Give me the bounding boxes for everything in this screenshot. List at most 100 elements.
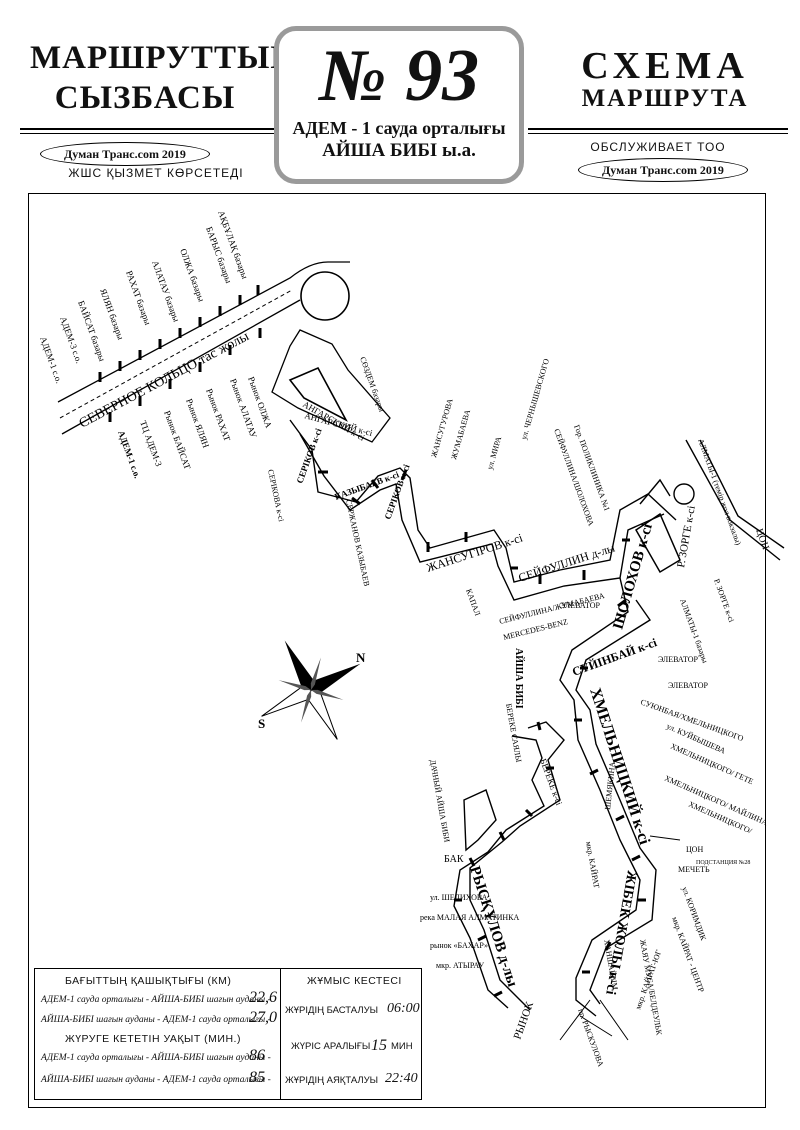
label-ryskulova: пр. РЫСКУЛОВА [576, 1008, 605, 1068]
label-malaya: река МАЛАЯ АЛМАТИНКА [420, 913, 519, 922]
right-rule [528, 128, 788, 130]
roundabout-circle [300, 271, 350, 321]
right-service-text: ОБСЛУЖИВАЕТ ТОО [590, 140, 726, 154]
schedule-title: ЖҰМЫС КЕСТЕСІ [307, 975, 402, 987]
left-service-text: ЖШС ҚЫЗМЕТ КӨРСЕТЕДІ [68, 166, 244, 180]
right-operator-oval: Думан Транс.com 2019 [578, 158, 748, 182]
label-zorge2: Р. ЗОРГЕ к-сі [712, 578, 736, 625]
label-mkr-kairat: мкр. КАЙРАТ [584, 841, 601, 889]
route-to: АЙША БИБІ ы.а. [322, 140, 476, 161]
road-label-bereke: БЕРЕКЕ к-сі [538, 757, 564, 807]
stop-r-rakhat: Рынок РАХАТ [204, 387, 232, 443]
label-bak: БАК [444, 854, 464, 865]
route-number: № 93 [318, 35, 480, 117]
stop-r-adem1: АДЕМ-1 с.о. [116, 429, 142, 479]
label-kapal: КАПАЛ [464, 588, 482, 618]
label-shelikhova: ул. ШЕЛИХОВА [430, 893, 488, 902]
building-block [635, 512, 681, 574]
label-mechet: МЕЧЕТЬ [678, 865, 710, 874]
distance-row1-value: 22,6 [249, 989, 277, 1006]
label-chernyshevskogo: ул. ЧЕРНЫШЕВСКОГО [519, 357, 551, 440]
time-title: ЖҮРУГЕ КЕТЕТІН УАҚЫТ (МИН.) [65, 1033, 241, 1045]
main-route [289, 419, 785, 1017]
stop-adem1: АДЕМ-1 с.о. [38, 335, 64, 384]
stop-r-baisat: Рынок БАЙСАТ [162, 409, 193, 471]
stop-rakhat: РАХАТ базары [124, 269, 153, 326]
angarskiy-loop [271, 329, 391, 443]
right-title-line2: МАРШРУТА [581, 85, 749, 112]
left-operator-oval: Думан Транс.com 2019 [40, 142, 210, 166]
label-serikova-ul: СЕРІКОВА к-сі [266, 469, 286, 524]
label-podstantsiya: ПОДСТАНЦИЯ №28 [696, 860, 750, 866]
stop-r-adem3: ТЦ АДЕМ-3 [138, 419, 164, 468]
stop-adem3: АДЕМ-3 с.о. [58, 315, 84, 364]
route-box: № 93 АДЕМ - 1 сауда орталығы АЙША БИБІ ы… [274, 26, 524, 184]
distance-row2-value: 27,0 [249, 1009, 277, 1026]
label-sheminova: ШЕМЯКИНА [603, 761, 617, 810]
time-row1-value: 86 [249, 1047, 265, 1064]
distance-row2-label: АЙША-БИБІ шағын ауданы - АДЕМ-1 сауда ор… [41, 1015, 271, 1025]
left-rule-thin [20, 133, 274, 134]
pointer-arrows [559, 835, 681, 1041]
compass-rose [261, 640, 361, 740]
map-frame [28, 193, 766, 1108]
info-divider [280, 969, 281, 1099]
distance-title: БАҒЫТТЫҢ ҚАШЫҚТЫҒЫ (КМ) [65, 975, 232, 987]
stop-alatau: АЛАТАУ базары [150, 259, 181, 323]
compass-n-label: N [356, 650, 366, 665]
road-label-ryskulov: РЫСҚҰЛОВ д-лы [466, 864, 520, 989]
severnoe-koltso-road [57, 261, 350, 435]
label-con: ЦОН [753, 527, 771, 551]
time-row1-label: АДЕМ-1 сауда орталығы - АЙША-БИБІ шағын … [41, 1053, 271, 1063]
time-row2-value: 85 [249, 1069, 265, 1086]
distance-row1-label: АДЕМ-1 сауда орталығы - АЙША-БИБІ шағын … [41, 995, 271, 1005]
interval-label: ЖҮРІС АРАЛЫҒЫ [291, 1041, 371, 1052]
start-value: 06:00 [387, 1001, 420, 1016]
label-kazybaev-2: СЕРЖАНОВ КАЗЫБАЕВ [344, 499, 371, 588]
label-dachny: ДАЧНЫЙ АЙША БИБИ [428, 759, 451, 843]
compass-s-label: S [258, 716, 265, 731]
time-row2-label: АЙША-БИБІ шағын ауданы - АДЕМ-1 сауда ор… [41, 1075, 271, 1085]
right-rule-thin [528, 133, 788, 134]
road-label-zhansugurov: ЖАНСУГІРОВ к-сі [425, 530, 525, 575]
label-rynok: РЫНОК [512, 1000, 537, 1041]
route-from: АДЕМ - 1 сауда орталығы [292, 118, 506, 138]
stop-olzha: ОЛЖА базары [178, 247, 206, 303]
label-seifullina-shol: СЕЙФУЛЛИНА/ШОЛОХОВА [552, 428, 596, 528]
left-title-line2: СЫЗБАСЫ [54, 80, 236, 116]
label-almaty1: АЛМАТЫ-1 (темір жол вокзалы) [696, 438, 743, 547]
end-label: ЖҰРІДІҢ АЯҚТАЛУЫ [285, 1075, 379, 1086]
interval-unit: МИН [391, 1041, 413, 1052]
misc-labels-group: СӨЗДЕМ базары АЛМАТЫ-1 (темір жол вокзал… [266, 356, 771, 1068]
route-stop-ticks [318, 469, 646, 998]
road-label-serikov: СЕРІКОВ к-сі [294, 427, 323, 485]
label-elevator3: ЭЛЕВАТОР [668, 681, 709, 690]
interval-value: 15 [371, 1037, 387, 1054]
start-label: ЖҰРІДІҢ БАСТАЛУЫ [285, 1005, 379, 1016]
road-label-aisha-bibi: АЙША БИБІ [513, 648, 525, 709]
road-label-zhibek: ЖІБЕК ЖОЛЫ к-сі [602, 869, 639, 996]
road-label-zorge: Р. ЗОРГЕ к-сі [675, 505, 698, 569]
label-bakhar: рынок «БАХАР» [430, 941, 488, 950]
label-bereke-sayly: БЕРЕКЕ САЯЛЫ [504, 703, 523, 763]
left-rule [20, 128, 274, 130]
left-title-line1: МАРШРУТТЫҢ [30, 40, 298, 76]
label-sozdem: СӨЗДЕМ базары [358, 356, 386, 414]
right-title-line1: СХЕМА [581, 45, 749, 87]
label-tsentr: ЦОН [686, 845, 703, 854]
road-label-seifullin: СЕЙФУЛЛИН д-лы [517, 540, 617, 584]
label-mir: ул. МИРА [485, 435, 503, 470]
label-elevator2: ЭЛЕВАТОР [658, 655, 699, 664]
info-table: БАҒЫТТЫҢ ҚАШЫҚТЫҒЫ (КМ) АДЕМ-1 сауда орт… [34, 968, 422, 1100]
label-atyrau: мкр. АТЫРАУ [436, 961, 484, 970]
end-value: 22:40 [385, 1071, 418, 1086]
right-title: СХЕМА МАРШРУТА [540, 46, 790, 112]
label-zhumabaeva: ЖУМАБАЕВА [449, 408, 472, 460]
label-elevator1: ЭЛЕВАТОР [560, 601, 601, 610]
left-title: МАРШРУТТЫҢ СЫЗБАСЫ [30, 38, 298, 118]
stop-r-yalyan: Рынок ЯЛЯН [184, 397, 211, 449]
road-label-sholokhov: ШОЛОХОВ к-сі [610, 522, 655, 631]
stop-yalyan: ЯЛЯН базары [98, 287, 126, 341]
road-label-khmelnitskiy: ХМЕЛЬНИЦКИЙ к-сі [586, 685, 655, 847]
